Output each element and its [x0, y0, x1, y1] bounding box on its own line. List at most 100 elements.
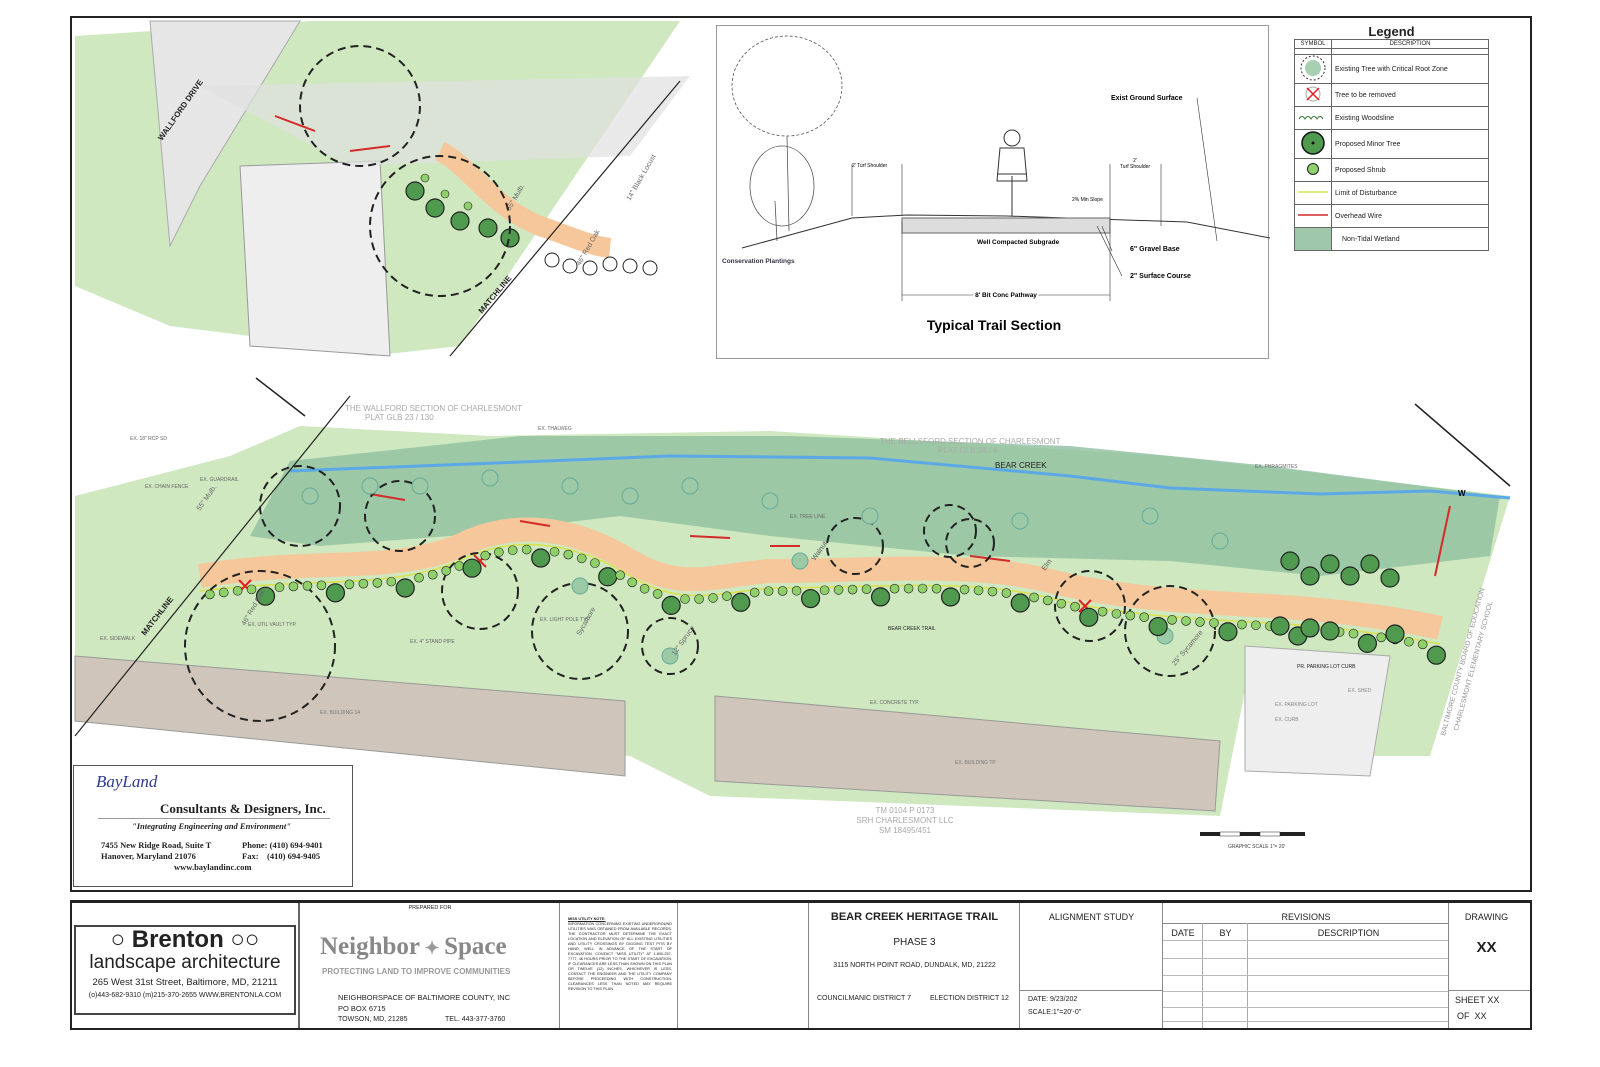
- tm-line3: SM 18495/451: [879, 826, 932, 835]
- critical-root-zone: [923, 504, 977, 558]
- shrub-icon: [576, 553, 587, 564]
- minor-tree-icon: [1357, 633, 1377, 653]
- turf-shoulder-right-dim: 2': [1133, 158, 1137, 164]
- shrub-icon: [205, 589, 215, 600]
- overhead-wire: [349, 145, 391, 152]
- legend-col-symbol: SYMBOL: [1294, 39, 1332, 49]
- bear-creek-label: BEAR CREEK: [995, 461, 1047, 470]
- turf-shoulder-left-label: 2' Turf Shoulder: [852, 163, 887, 169]
- minor-tree-icon: [1218, 622, 1238, 642]
- council-district: COUNCILMANIC DISTRICT 7: [817, 995, 911, 1002]
- overhead-wire: [274, 115, 316, 132]
- existing-tree-icon: [544, 252, 560, 268]
- legend-item: Existing Woodsline: [1331, 106, 1489, 130]
- rcp-label: EX. 18" RCP SD: [130, 436, 167, 442]
- legend-item: Tree to be removed: [1331, 83, 1489, 107]
- sheet-number: SHEET XX: [1455, 995, 1500, 1005]
- shrub-icon: [288, 581, 299, 592]
- shrub-icon: [1417, 639, 1428, 650]
- minor-tree-icon: [1010, 593, 1030, 613]
- school-parking: [1244, 645, 1391, 777]
- legend-title: Legend: [1368, 24, 1415, 39]
- minor-tree-icon: [1385, 624, 1405, 644]
- thalweg-label: EX. THALWEG: [538, 426, 572, 432]
- existing-tree-icon: [622, 258, 638, 274]
- guardrail-label: EX. GUARDRAIL: [200, 477, 239, 483]
- woodsline-icon: [1298, 116, 1324, 120]
- minor-tree-icon: [395, 578, 415, 598]
- drawing-number: XX: [1476, 939, 1497, 956]
- matchline-main: [74, 395, 351, 737]
- client-po: PO BOX 6715: [338, 1004, 386, 1013]
- utility-note-cell: MISS UTILITY NOTE: INFORMATION CONCERNIN…: [560, 903, 678, 1028]
- tm-line2: SRH CHARLESMONT LLC: [856, 816, 953, 825]
- inset-locust-label: 14" Black Locust: [626, 154, 658, 202]
- brenton-address: 265 West 31st Street, Baltimore, MD, 212…: [92, 977, 278, 988]
- minor-tree-icon: [450, 211, 470, 231]
- existing-tree-icon: [481, 469, 499, 487]
- conservation-label: Conservation Plantings: [722, 258, 795, 265]
- blank-cell: [678, 903, 809, 1028]
- chain-fence-label: EX. CHAIN FENCE: [145, 484, 189, 490]
- minor-tree-icon: [1270, 616, 1290, 636]
- shrub-icon: [777, 586, 788, 596]
- brenton-name: ○ Brenton ○○: [110, 926, 260, 953]
- inset-lot: [200, 76, 690, 166]
- bayland-company: Consultants & Designers, Inc.: [160, 801, 326, 816]
- critical-root-zone: [1124, 585, 1216, 677]
- parking-lot-label: EX. PARKING LOT: [1275, 702, 1318, 708]
- brenton-contact: (o)443-682-9310 (m)215-370-2655 WWW.BREN…: [88, 992, 282, 999]
- minor-tree-icon: [940, 587, 961, 607]
- existing-tree-icon: [761, 492, 779, 510]
- shrub-icon: [708, 593, 718, 603]
- neighborspace-tagline: PROTECTING LAND TO IMPROVE COMMUNITIES: [322, 967, 511, 976]
- minor-tree-icon: [661, 595, 681, 615]
- brenton-subtitle: landscape architecture: [89, 952, 281, 973]
- shrub-icon: [615, 570, 625, 580]
- fax-label: Fax:: [242, 851, 259, 861]
- stand-pipe-label: EX. 4" STAND PIPE: [410, 639, 455, 645]
- existing-tree-icon: [411, 477, 429, 495]
- shrub-icon: [218, 587, 229, 598]
- critical-root-zone: [184, 570, 336, 722]
- overhead-wire: [689, 535, 731, 539]
- trail-path: [198, 517, 1443, 640]
- fax-value: (410) 694-9405: [267, 851, 321, 861]
- building-label: EX. BUILDING TP: [955, 760, 996, 766]
- building-14-label: EX. BUILDING 14: [320, 710, 360, 716]
- project-cell: BEAR CREEK HERITAGE TRAIL PHASE 3 3115 N…: [809, 903, 1020, 1028]
- shrub-icon: [1139, 612, 1149, 622]
- light-pole-label: EX. LIGHT POLE TYP.: [540, 617, 591, 623]
- shed-label: EX. SHED: [1348, 688, 1372, 694]
- bayland-address1: 7455 New Ridge Road, Suite T: [101, 840, 212, 850]
- graphic-scale-label: GRAPHIC SCALE 1"= 20': [1228, 844, 1285, 850]
- matchline-inset: [449, 80, 681, 357]
- bayland-website[interactable]: www.baylandinc.com: [174, 862, 252, 872]
- shrub-icon: [819, 585, 830, 596]
- shrub-icon: [1195, 617, 1205, 627]
- existing-tree-icon: [1300, 55, 1326, 81]
- shrub-icon: [1307, 163, 1319, 175]
- minor-tree-icon: [1320, 554, 1340, 574]
- pathway-label: 8' Bit Conc Pathway: [975, 292, 1037, 299]
- minor-tree-icon: [800, 588, 821, 609]
- shrub-icon: [1001, 588, 1012, 598]
- surface-label: 2" Surface Course: [1130, 273, 1191, 280]
- overhead-wires: [369, 493, 1451, 577]
- tree-removed-icon: [1305, 86, 1321, 102]
- existing-tree-icon: [791, 552, 809, 570]
- gravel-base: [901, 217, 1111, 234]
- minor-tree-icon: [405, 181, 425, 201]
- exist-ground-label: Exist Ground Surface: [1111, 95, 1183, 102]
- revisions-title: REVISIONS: [1281, 912, 1331, 922]
- minor-tree-icon: [1300, 566, 1320, 586]
- existing-tree-icon: [642, 260, 658, 276]
- overhead-wire: [369, 493, 406, 501]
- site-plan: GRAPHIC SCALE 1"= 20' THE WALLFORD SECTI…: [74, 20, 1511, 850]
- shrub-icon: [246, 584, 257, 595]
- building-right: [714, 695, 1221, 812]
- overhead-wire: [1434, 505, 1451, 577]
- rev-col-by: BY: [1219, 928, 1232, 938]
- existing-tree-icon: [582, 260, 598, 276]
